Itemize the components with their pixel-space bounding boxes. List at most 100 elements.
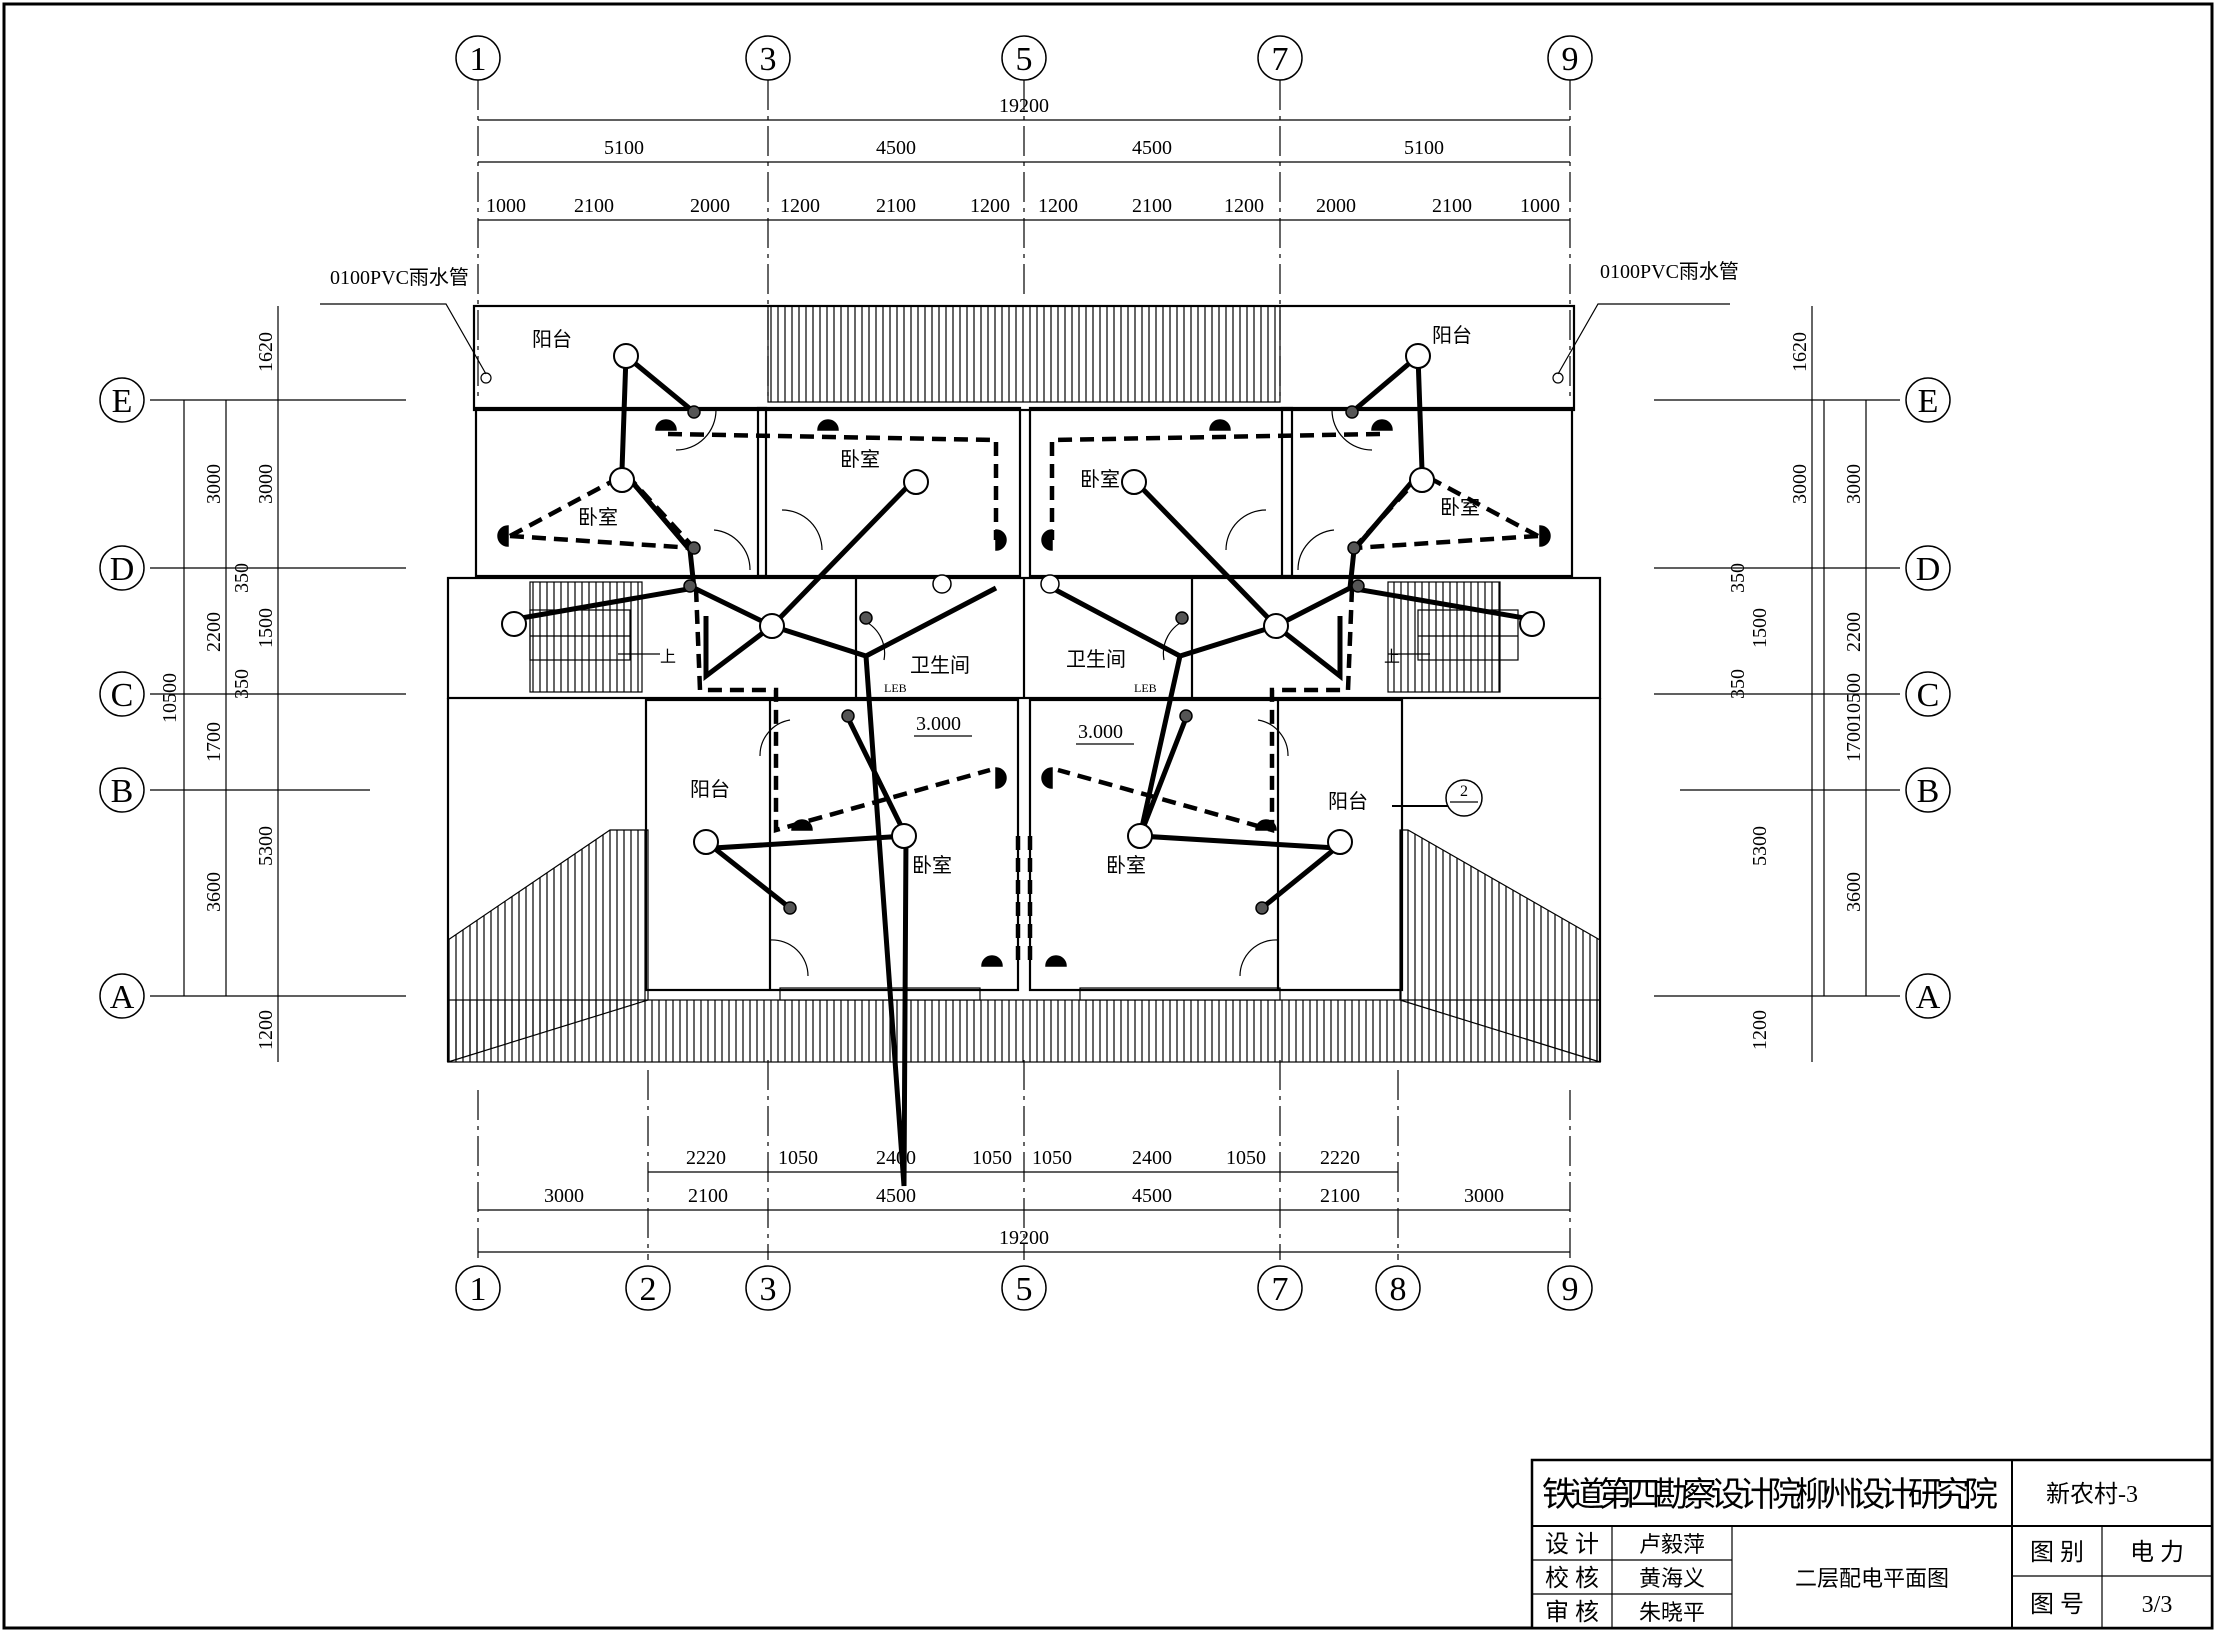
axis-bubble: 8 xyxy=(1375,1265,1421,1311)
dim-left: 3600 xyxy=(203,872,225,912)
dim-right: 3600 xyxy=(1843,872,1865,912)
dim-left: 3000 xyxy=(255,464,277,504)
section-mark: 2 xyxy=(1392,779,1483,817)
axis-label: B xyxy=(111,773,134,810)
axis-label: 7 xyxy=(1272,41,1289,78)
axis-bubble: 5 xyxy=(1001,35,1047,81)
dim-right: 1620 xyxy=(1789,332,1811,372)
dim-top-fine: 1200 xyxy=(970,195,1010,217)
dim-left: 1200 xyxy=(255,1010,277,1050)
bedroom-label: 卧室 xyxy=(1080,468,1120,491)
dim-bot-fine: 1050 xyxy=(1226,1147,1266,1169)
dim-top-fine: 2000 xyxy=(690,195,730,217)
axis-bubbles-rows: E D C B A E D C B A xyxy=(99,377,1951,1019)
axis-label: 5 xyxy=(1016,41,1033,78)
axis-bubble: 9 xyxy=(1547,35,1593,81)
dim-top-fine: 2000 xyxy=(1316,195,1356,217)
dim-top-mid: 4500 xyxy=(1132,137,1172,159)
axis-bubble: 9 xyxy=(1547,1265,1593,1311)
category-value: 电 力 xyxy=(2130,1539,2184,1566)
doors xyxy=(675,409,1373,977)
dim-right: 3000 xyxy=(1843,464,1865,504)
section-mark-number: 2 xyxy=(1460,783,1468,800)
dim-right: 350 xyxy=(1727,563,1749,593)
bedroom-label: 卧室 xyxy=(912,854,952,877)
axis-label: 8 xyxy=(1390,1271,1407,1308)
dim-top-fine: 2100 xyxy=(574,195,614,217)
number-label: 图 号 xyxy=(2030,1592,2084,1618)
dim-top-fine: 2100 xyxy=(1432,195,1472,217)
axis-bubbles-bottom: 1 2 3 5 7 8 9 xyxy=(455,1265,1593,1311)
toilet-label: 卫生间 xyxy=(910,654,970,677)
dim-left: 5300 xyxy=(255,826,277,866)
dim-left: 350 xyxy=(231,669,253,699)
bedroom-label: 卧室 xyxy=(578,506,618,529)
drawing-title: 二层配电平面图 xyxy=(1795,1566,1949,1591)
dim-top-mid: 4500 xyxy=(876,137,916,159)
leb-label: LEB xyxy=(884,681,907,695)
dim-top-mid: 5100 xyxy=(604,137,644,159)
dim-top-fine: 2100 xyxy=(876,195,916,217)
dim-bot-total: 19200 xyxy=(999,1227,1049,1249)
balcony-label: 阳台 xyxy=(690,778,730,801)
dim-right: 1700 xyxy=(1843,722,1865,762)
axis-bubble: 2 xyxy=(625,1265,671,1311)
axis-bubble: 3 xyxy=(745,1265,791,1311)
level-marks xyxy=(914,735,1134,745)
pipe-label-right: 0100PVC雨水管 xyxy=(1600,260,1739,283)
category-label: 图 别 xyxy=(2030,1539,2084,1566)
level-label: 3.000 xyxy=(1078,721,1123,743)
axis-label: E xyxy=(1918,383,1939,420)
dim-left: 1620 xyxy=(255,332,277,372)
leb-label: LEB xyxy=(1134,681,1157,695)
axis-bubble: B xyxy=(1905,767,1951,813)
left-dimensions: 3000 2200 1700 3600 1620 3000 350 1500 3… xyxy=(159,332,277,1050)
axis-label: B xyxy=(1917,773,1940,810)
role-designer: 设 计 xyxy=(1545,1531,1599,1558)
name-approver: 朱晓平 xyxy=(1639,1600,1705,1625)
axis-label: 9 xyxy=(1562,1271,1579,1308)
axis-bubble: C xyxy=(99,671,145,717)
right-dimensions: 3000 2200 1700 3600 1620 3000 350 1500 3… xyxy=(1727,332,1865,1050)
role-approver: 审 核 xyxy=(1545,1599,1599,1626)
axis-label: A xyxy=(110,979,135,1016)
dim-right: 3000 xyxy=(1789,464,1811,504)
dim-top-total: 19200 xyxy=(999,95,1049,117)
dim-bot-fine: 1050 xyxy=(1032,1147,1072,1169)
dim-left-total: 10500 xyxy=(159,673,181,723)
axis-bubble: 1 xyxy=(455,1265,501,1311)
axis-bubble: B xyxy=(99,767,145,813)
name-designer: 卢毅萍 xyxy=(1639,1532,1705,1557)
axis-label: A xyxy=(1916,979,1941,1016)
top-dimensions: 19200 5100 4500 4500 5100 1000 2100 2000… xyxy=(486,95,1560,217)
dim-bot-mid: 2100 xyxy=(1320,1185,1360,1207)
dim-left: 1700 xyxy=(203,722,225,762)
dim-left: 1500 xyxy=(255,608,277,648)
axis-bubble: E xyxy=(1905,377,1951,423)
axis-label: 9 xyxy=(1562,41,1579,78)
axis-label: C xyxy=(1917,677,1940,714)
light-fixtures xyxy=(501,343,1545,855)
balcony-label: 阳台 xyxy=(1432,324,1472,347)
stair-up-label: 上 xyxy=(660,648,676,666)
name-checker: 黄海义 xyxy=(1639,1566,1705,1591)
axis-bubble: 5 xyxy=(1001,1265,1047,1311)
title-block: 铁道第四勘察设计院柳州设计研究院 新农村-3 设 计 卢毅萍 校 核 黄海义 审… xyxy=(1530,1458,2214,1630)
axis-label: C xyxy=(111,677,134,714)
dim-bot-mid: 4500 xyxy=(1132,1185,1172,1207)
pipe-label-left: 0100PVC雨水管 xyxy=(330,266,469,289)
room-labels: 0100PVC雨水管 0100PVC雨水管 阳台 阳台 阳台 阳台 卧室 卧室 … xyxy=(330,260,1739,877)
axis-bubble: C xyxy=(1905,671,1951,717)
hatched-areas xyxy=(447,305,1601,1063)
dim-left: 350 xyxy=(231,563,253,593)
dim-top-mid: 5100 xyxy=(1404,137,1444,159)
axis-label: 1 xyxy=(470,41,487,78)
dim-right: 5300 xyxy=(1749,826,1771,866)
axis-bubble: A xyxy=(99,973,145,1019)
rain-pipes xyxy=(320,303,1730,384)
dim-bot-mid: 3000 xyxy=(1464,1185,1504,1207)
switches xyxy=(683,405,1365,915)
dim-top-fine: 1200 xyxy=(780,195,820,217)
